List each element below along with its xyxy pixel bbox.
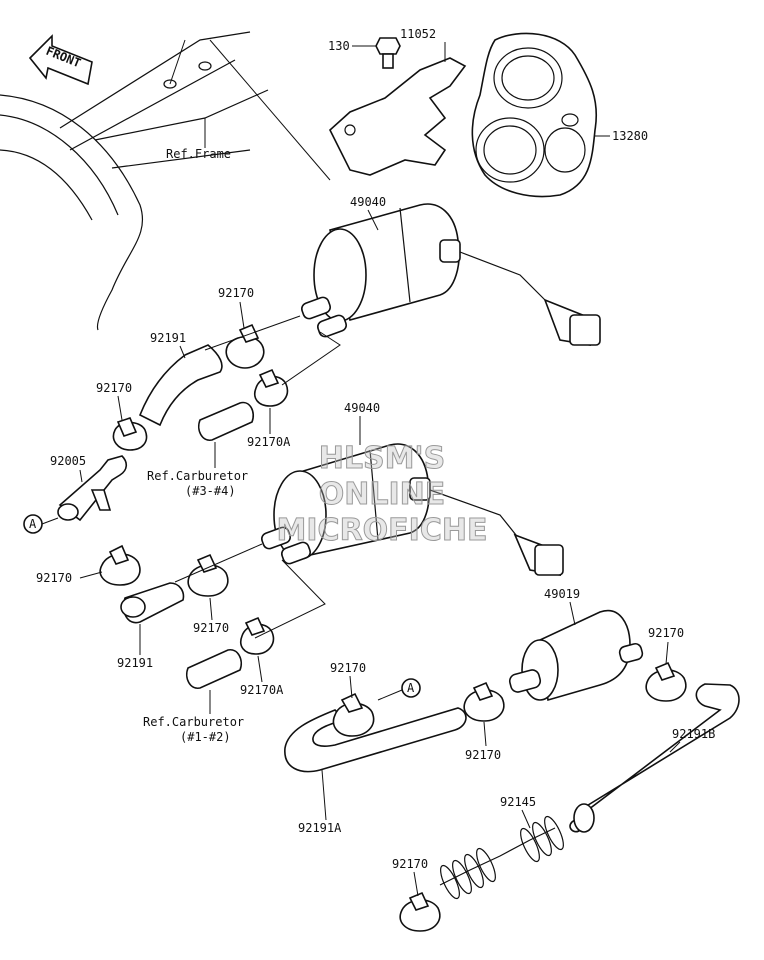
watermark-line2: ONLINE [319,477,446,512]
callout-92191a: 92191A [298,821,342,835]
marker-a-left-label: A [29,517,37,531]
fuel-pump-lower-icon [260,443,564,576]
callout-92170-c: 92170 [36,571,72,585]
callout-92191-lower: 92191 [117,656,153,670]
clamp-icon [240,616,275,655]
ref-frame-label: Ref.Frame [166,147,231,161]
bolt-icon [375,37,401,69]
callout-92170a-upper: 92170A [247,435,291,449]
callout-92170-d: 92170 [193,621,229,635]
hose-92191b-icon [569,683,740,833]
callout-92170-f: 92170 [465,748,501,762]
callout-92005: 92005 [50,454,86,468]
marker-a-right-label: A [407,681,415,695]
callout-92170-g: 92170 [648,626,684,640]
fuel-pump-upper-icon [300,203,601,346]
callout-49019: 49019 [544,587,580,601]
ref-carb-lower-1: Ref.Carburetor [143,715,244,729]
ref-carb-upper-1: Ref.Carburetor [147,469,248,483]
callout-13280: 13280 [612,129,648,143]
hose-upper-icon [138,344,223,427]
clamp-icon [254,368,289,407]
clamp-icon [463,681,505,722]
callout-92170-e: 92170 [330,661,366,675]
ref-carb-lower-2: (#1-#2) [180,730,231,744]
callout-49040-lower: 49040 [344,401,380,415]
front-arrow-icon: FRONT [28,34,93,86]
callout-92191b: 92191B [672,727,715,741]
spring-icon [439,815,564,900]
callout-92145: 92145 [500,795,536,809]
watermark-line3: MICROFICHE [277,513,488,548]
marker-a-left: A [23,514,59,534]
ref-carb-upper-2: (#3-#4) [185,484,236,498]
clamp-icon [645,661,687,702]
callout-92170-a: 92170 [218,286,254,300]
clamp-icon [225,323,265,369]
callout-92170-h: 92170 [392,857,428,871]
clamp-icon [187,553,229,597]
callout-11052: 11052 [400,27,436,41]
watermark: HLSM'S ONLINE MICROFICHE [276,441,488,549]
clamp-icon [99,544,141,586]
watermark-line1: HLSM'S [319,441,445,476]
marker-a-right: A [377,678,421,701]
clamp-icon [332,692,375,737]
frame-outline [0,31,331,331]
carburetor-stub-lower-icon [185,649,243,689]
tee-fitting-icon [57,455,128,522]
fuel-filter-icon [508,609,644,702]
pump-holder-icon [471,32,598,198]
hose-92191a-icon [284,707,467,773]
bracket-icon [329,57,467,176]
carburetor-stub-upper-icon [197,401,255,441]
callout-130: 130 [328,39,350,53]
clamp-icon [399,891,441,932]
hose-lower-icon [120,582,185,624]
callout-92170-b: 92170 [96,381,132,395]
callout-49040-upper: 49040 [350,195,386,209]
callout-92170a-lower: 92170A [240,683,284,697]
clamp-icon [112,417,148,451]
callout-92191-upper: 92191 [150,331,186,345]
